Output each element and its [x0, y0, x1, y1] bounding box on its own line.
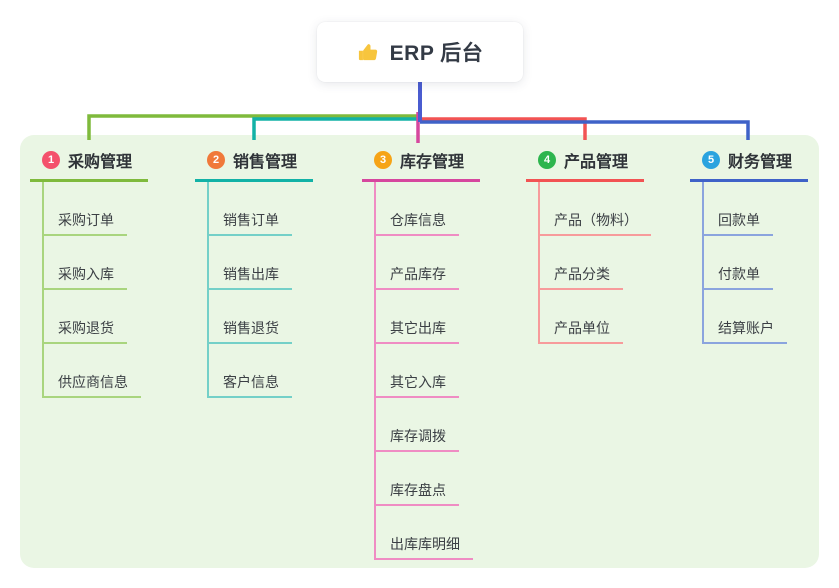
child-topic[interactable]: 采购入库 — [42, 236, 127, 290]
child-topic[interactable]: 库存盘点 — [374, 452, 459, 506]
branch-topic-label: 财务管理 — [728, 154, 793, 171]
branch-children: 销售订单销售出库销售退货客户信息 — [195, 182, 313, 398]
branch-number-badge: 1 — [42, 151, 60, 169]
branch-3: 3 库存管理仓库信息产品库存其它出库其它入库库存调拨库存盘点出库库明细 — [362, 148, 480, 560]
child-topic[interactable]: 销售退货 — [207, 290, 292, 344]
branches-panel — [20, 135, 819, 568]
branch-4: 4 产品管理产品（物料） 产品分类产品单位 — [526, 148, 651, 344]
branch-2: 2 销售管理销售订单销售出库销售退货客户信息 — [195, 148, 313, 398]
branch-topic-3[interactable]: 3 库存管理 — [362, 148, 480, 182]
child-topic[interactable]: 出库库明细 — [374, 506, 473, 560]
child-topic-label: 产品单位 — [554, 320, 610, 336]
branch-topic-2[interactable]: 2 销售管理 — [195, 148, 313, 182]
child-topic[interactable]: 回款单 — [702, 182, 773, 236]
child-topic[interactable]: 付款单 — [702, 236, 773, 290]
branch-topic-label: 采购管理 — [68, 154, 133, 171]
branch-5: 5 财务管理回款单付款单结算账户 — [690, 148, 808, 344]
child-topic-label: 库存调拨 — [390, 428, 446, 444]
child-topic[interactable]: 其它入库 — [374, 344, 459, 398]
branch-children: 回款单付款单结算账户 — [690, 182, 808, 344]
root-topic-label: ERP 后台 — [389, 42, 484, 65]
child-topic[interactable]: 库存调拨 — [374, 398, 459, 452]
children-connector-line — [538, 182, 540, 344]
root-topic[interactable]: ERP 后台 — [317, 22, 523, 82]
child-topic[interactable]: 结算账户 — [702, 290, 787, 344]
child-topic-label: 其它出库 — [390, 320, 446, 336]
branch-number-badge: 5 — [702, 151, 720, 169]
child-topic-label: 销售退货 — [223, 320, 279, 336]
branch-topic-4[interactable]: 4 产品管理 — [526, 148, 644, 182]
child-topic[interactable]: 销售出库 — [207, 236, 292, 290]
child-topic[interactable]: 客户信息 — [207, 344, 292, 398]
branch-topic-1[interactable]: 1 采购管理 — [30, 148, 148, 182]
child-topic[interactable]: 仓库信息 — [374, 182, 459, 236]
child-topic[interactable]: 产品库存 — [374, 236, 459, 290]
branch-number-badge: 2 — [207, 151, 225, 169]
child-topic-label: 采购退货 — [58, 320, 114, 336]
child-topic-label: 产品库存 — [390, 266, 446, 282]
branch-1: 1 采购管理采购订单采购入库采购退货供应商信息 — [30, 148, 148, 398]
child-topic-label: 回款单 — [718, 212, 760, 228]
branch-number-badge: 3 — [374, 151, 392, 169]
child-topic-label: 产品（物料） — [554, 212, 638, 228]
branch-topic-label: 库存管理 — [400, 154, 465, 171]
child-topic[interactable]: 供应商信息 — [42, 344, 141, 398]
branch-topic-label: 产品管理 — [564, 154, 629, 171]
child-topic-label: 销售订单 — [223, 212, 279, 228]
children-connector-line — [42, 182, 44, 398]
children-connector-line — [702, 182, 704, 344]
branch-topic-5[interactable]: 5 财务管理 — [690, 148, 808, 182]
child-topic-label: 仓库信息 — [390, 212, 446, 228]
branch-children: 仓库信息产品库存其它出库其它入库库存调拨库存盘点出库库明细 — [362, 182, 480, 560]
branch-topic-label: 销售管理 — [233, 154, 298, 171]
child-topic[interactable]: 产品（物料） — [538, 182, 651, 236]
child-topic-label: 付款单 — [718, 266, 760, 282]
child-topic[interactable]: 采购订单 — [42, 182, 127, 236]
child-topic-label: 销售出库 — [223, 266, 279, 282]
child-topic-label: 客户信息 — [223, 374, 279, 390]
child-topic-label: 供应商信息 — [58, 374, 128, 390]
child-topic-label: 出库库明细 — [390, 536, 460, 552]
child-topic-label: 其它入库 — [390, 374, 446, 390]
child-topic-label: 库存盘点 — [390, 482, 446, 498]
branch-children: 采购订单采购入库采购退货供应商信息 — [30, 182, 148, 398]
thumbs-up-icon — [358, 43, 377, 60]
child-topic[interactable]: 销售订单 — [207, 182, 292, 236]
child-topic-label: 采购入库 — [58, 266, 114, 282]
children-connector-line — [374, 182, 376, 560]
child-topic[interactable]: 产品单位 — [538, 290, 623, 344]
child-topic-label: 结算账户 — [718, 320, 774, 336]
child-topic[interactable]: 其它出库 — [374, 290, 459, 344]
child-topic[interactable]: 采购退货 — [42, 290, 127, 344]
child-topic-label: 采购订单 — [58, 212, 114, 228]
branch-number-badge: 4 — [538, 151, 556, 169]
child-topic-label: 产品分类 — [554, 266, 610, 282]
branch-children: 产品（物料） 产品分类产品单位 — [526, 182, 651, 344]
child-topic[interactable]: 产品分类 — [538, 236, 623, 290]
children-connector-line — [207, 182, 209, 398]
